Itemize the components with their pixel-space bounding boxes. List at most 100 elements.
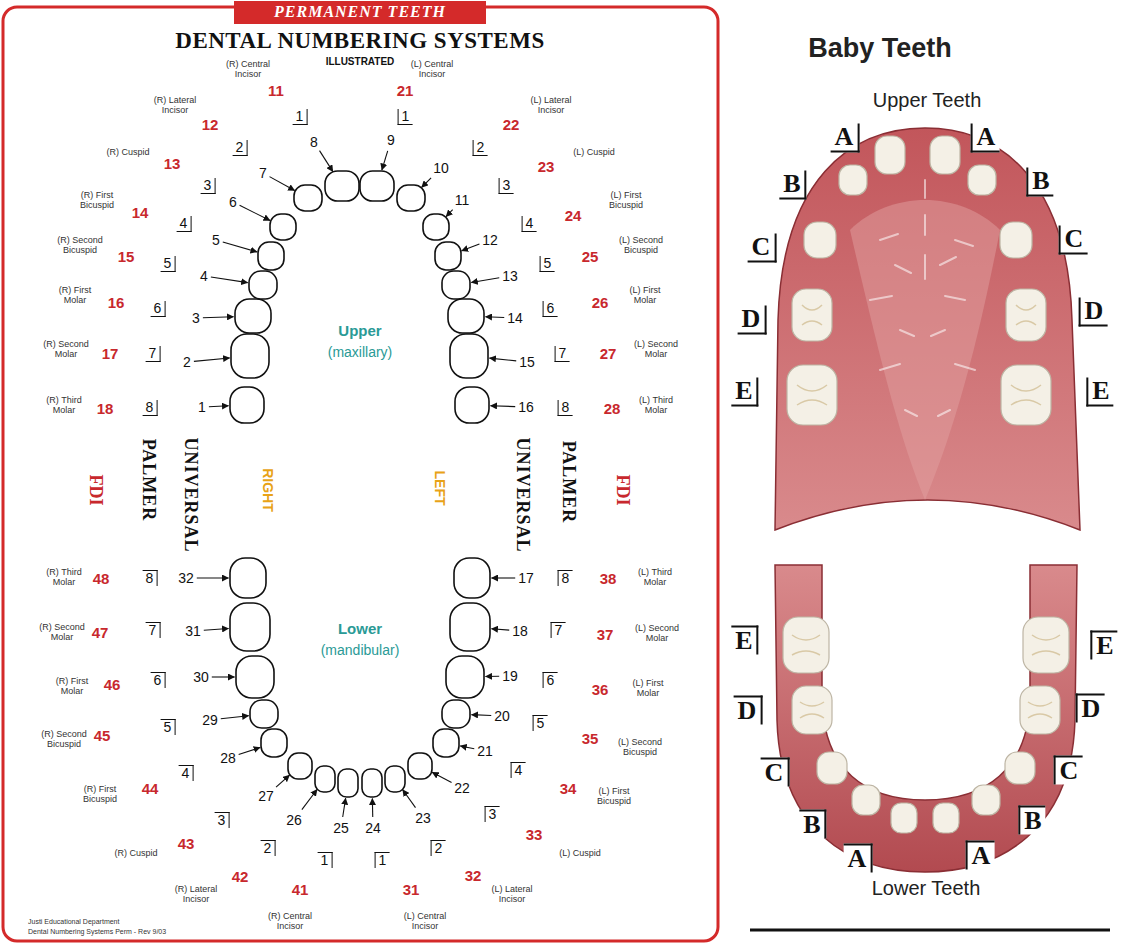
system-heading: FDI (85, 475, 106, 506)
palmer-number: 7 (146, 346, 161, 362)
universal-number: 22 (454, 780, 470, 796)
tooth-outline (236, 656, 274, 698)
universal-number: 15 (519, 354, 535, 370)
leader-arrow (212, 676, 235, 677)
leader-arrow (446, 210, 453, 217)
arch-heading: Upper Teeth (873, 89, 982, 112)
primary-tooth-letter: A (966, 841, 995, 870)
system-heading: UNIVERSAL (512, 437, 533, 552)
tooth-name: (L) First Molar (618, 286, 672, 306)
primary-tooth-letter: A (844, 844, 873, 873)
palmer-number: 2 (431, 840, 446, 856)
leader-arrow (485, 676, 499, 677)
tooth-name: (L) First Bicuspid (599, 191, 653, 211)
leader-arrow (462, 244, 480, 251)
tooth-outline (288, 753, 312, 779)
primary-teeth-lower (783, 617, 1069, 833)
fdi-number: 43 (178, 835, 195, 852)
palmer-number: 3 (499, 178, 514, 194)
section-heading: Baby Teeth (808, 33, 952, 64)
tooth-name: (R) Lateral Incisor (169, 885, 223, 905)
primary-tooth-letter: C (748, 234, 777, 263)
tooth-outline (454, 558, 490, 598)
fdi-number: 47 (92, 624, 109, 641)
arch-label: (mandibular) (321, 642, 400, 658)
leader-arrow (204, 629, 229, 631)
palmer-number: 8 (558, 570, 573, 586)
primary-teeth-upper (787, 136, 1051, 425)
leader-arrow (343, 798, 346, 817)
palate-center (850, 200, 1000, 500)
universal-number: 17 (518, 570, 534, 586)
palmer-number: 4 (177, 216, 192, 232)
universal-number: 7 (259, 165, 267, 181)
leader-arrow (432, 772, 451, 782)
tooth-name: (R) Lateral Incisor (148, 96, 202, 116)
tooth-outline (261, 729, 287, 757)
palmer-number: 8 (143, 400, 158, 416)
palmer-number: 1 (318, 852, 333, 868)
universal-number: 12 (482, 232, 498, 248)
molar-cusps-lower (792, 635, 1060, 718)
tooth-outline (230, 558, 266, 598)
palmer-number: 8 (558, 400, 573, 416)
subtitle: ILLUSTRATED (326, 56, 395, 67)
tooth-name: (L) Cuspid (553, 849, 607, 859)
leader-arrow (403, 790, 416, 808)
tooth-outline (230, 603, 270, 651)
fdi-number: 38 (600, 570, 617, 587)
primary-tooth-letter: B (799, 810, 826, 839)
leader-arrow (240, 205, 270, 220)
leader-arrow (194, 358, 230, 361)
palmer-number: 2 (261, 840, 276, 856)
tooth-outline (258, 242, 284, 270)
leader-arrow (460, 746, 474, 749)
tooth-name: (R) Central Incisor (221, 60, 275, 80)
leader-arrow (489, 358, 516, 361)
tooth-name: (R) Second Bicuspid (53, 236, 107, 256)
leader-arrow (485, 316, 504, 318)
fdi-number: 23 (538, 158, 555, 175)
leader-arrow (491, 629, 509, 630)
palmer-number: 5 (161, 256, 176, 272)
universal-number: 29 (202, 712, 218, 728)
universal-number: 25 (333, 820, 349, 836)
arch-heading: Lower Teeth (872, 877, 981, 900)
universal-number: 4 (200, 268, 208, 284)
lower-gum (775, 565, 1077, 872)
leader-arrow (209, 405, 229, 407)
tooth-outline (423, 214, 449, 240)
fdi-number: 44 (142, 780, 159, 797)
primary-tooth-letter: C (1059, 226, 1088, 255)
fdi-number: 28 (604, 400, 621, 417)
fdi-number: 13 (164, 155, 181, 172)
palmer-number: 1 (293, 109, 308, 125)
universal-number: 10 (433, 160, 449, 176)
universal-number: 28 (220, 750, 236, 766)
universal-number: 3 (192, 310, 200, 326)
universal-number: 26 (286, 812, 302, 828)
arch-label: (maxillary) (328, 344, 393, 360)
tooth-name: (L) Central Incisor (405, 60, 459, 80)
molar-cusps (797, 305, 1041, 405)
leader-arrow (372, 798, 374, 817)
fdi-number: 31 (403, 881, 420, 898)
arch-label: Lower (338, 620, 382, 637)
tooth-name: (L) Second Molar (630, 624, 684, 644)
palmer-number: 7 (551, 622, 566, 638)
tooth-name: (R) Third Molar (37, 396, 91, 416)
universal-number: 30 (193, 669, 209, 685)
tooth-outline (433, 729, 459, 757)
arch-label: Upper (338, 322, 381, 339)
fdi-number: 17 (102, 345, 119, 362)
tooth-name: (L) Second Molar (629, 340, 683, 360)
leader-arrow (471, 714, 491, 716)
tooth-outline (362, 769, 382, 797)
universal-number: 31 (185, 623, 201, 639)
primary-tooth-letter: C (1054, 756, 1083, 785)
fdi-number: 48 (93, 570, 110, 587)
system-heading: PALMER (558, 441, 579, 524)
leader-arrow (492, 577, 516, 578)
universal-number: 14 (507, 310, 523, 326)
palmer-number: 3 (215, 812, 230, 828)
